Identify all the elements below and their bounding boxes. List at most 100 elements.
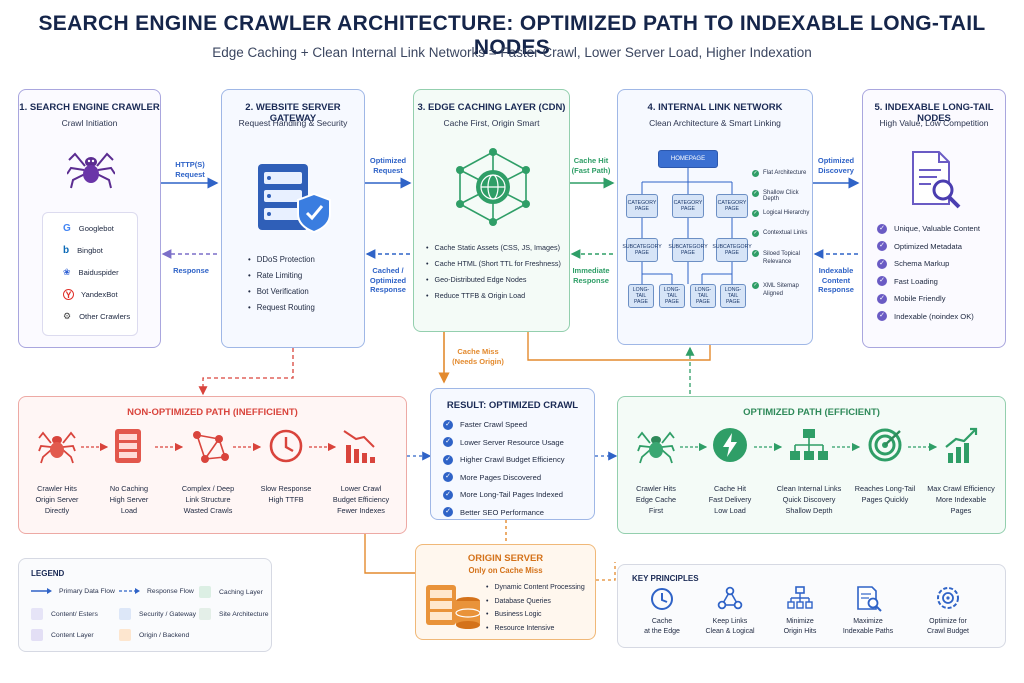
longtail-features: ✓Unique, Valuable Content ✓Optimized Met… <box>877 220 980 325</box>
chart-up-icon <box>945 427 978 463</box>
result-title: RESULT: OPTIMIZED CRAWL <box>446 400 579 411</box>
label-cache-hit: Cache Hit (Fast Path) <box>571 156 611 175</box>
label-immediate-response: Immediate Response <box>572 266 610 285</box>
panel4-title: 4. INTERNAL LINK NETWORK <box>647 102 783 113</box>
label-optimized-discovery: Optimized Discovery <box>817 156 855 175</box>
gateway-feature: DDoS Protection <box>248 252 315 268</box>
legend-origin-backend: Origin / Backend <box>119 629 189 641</box>
label-response: Response <box>173 266 209 275</box>
panel1-title: 1. SEARCH ENGINE CRAWLER <box>19 102 160 113</box>
nonopt-title: NON-OPTIMIZED PATH (INEFFICIENT) <box>127 407 298 418</box>
gear-target-icon <box>937 587 959 609</box>
node-longtail: LONG-TAIL PAGE <box>628 284 654 308</box>
result-item: ✓Faster Crawl Speed <box>443 416 565 434</box>
label-optimized-request: Optimized Request <box>369 156 407 175</box>
legend-response-flow: Response Flow <box>119 587 194 595</box>
target-icon <box>868 428 902 462</box>
link-feature: ✓Shallow Click Depth <box>752 190 799 202</box>
panel-optimized-path: OPTIMIZED PATH (EFFICIENT) <box>617 396 1006 534</box>
server-icon <box>258 164 331 234</box>
link-feature: ✓XML Sitemap Aligned <box>752 282 799 297</box>
origin-feature: Business Logic <box>486 608 585 622</box>
link-feature: ✓Flat Architecture <box>752 170 807 177</box>
origin-feature: Database Queries <box>486 595 585 609</box>
label-cache-miss: Cache Miss (Needs Origin) <box>452 347 504 366</box>
cdn-feature: Cache HTML (Short TTL for Freshness) <box>426 256 561 272</box>
cdn-feature: Geo-Distributed Edge Nodes <box>426 272 561 288</box>
opt-title: OPTIMIZED PATH (EFFICIENT) <box>743 407 880 418</box>
gateway-features: DDoS Protection Rate Limiting Bot Verifi… <box>248 252 315 316</box>
diagram-title: SEARCH ENGINE CRAWLER ARCHITECTURE: OPTI… <box>38 12 986 59</box>
panel5-subtitle: High Value, Low Competition <box>879 118 989 128</box>
network-icon <box>193 431 229 463</box>
clock-icon <box>651 588 673 610</box>
flow-gateway-to-nonopt <box>198 348 294 396</box>
origin-title: ORIGIN SERVER <box>467 553 544 564</box>
result-item: ✓Higher Crawl Budget Efficiency <box>443 451 565 469</box>
result-item: ✓More Pages Discovered <box>443 469 565 487</box>
panel-origin-server: ORIGIN SERVER Only on Cache Miss Dynamic… <box>415 544 596 640</box>
globe-network-icon <box>456 148 530 226</box>
cdn-feature: Cache Static Assets (CSS, JS, Images) <box>426 240 561 256</box>
panel3-subtitle: Cache First, Origin Smart <box>443 118 540 128</box>
legend-caching-layer: Caching Layer <box>199 586 263 598</box>
yandex-icon: Y <box>63 289 74 300</box>
bing-icon: b <box>63 245 70 256</box>
crawler-baiduspider: ❀ Baiduspider <box>63 267 119 277</box>
spider-icon <box>67 152 115 189</box>
gateway-feature: Bot Verification <box>248 284 315 300</box>
crawler-yandexbot: Y YandexBot <box>63 289 118 300</box>
legend-primary-flow: Primary Data Flow <box>31 587 115 595</box>
result-item: ✓Better SEO Performance <box>443 504 565 522</box>
node-homepage: HOMEPAGE <box>658 150 718 168</box>
sitemap-icon <box>790 429 828 460</box>
result-item: ✓More Long-Tail Pages Indexed <box>443 486 565 504</box>
server-icon <box>115 429 141 463</box>
diagram-subtitle: Edge Caching + Clean Internal Link Netwo… <box>212 45 812 60</box>
principles-title: KEY PRINCIPLES <box>632 574 699 583</box>
flow-origin-to-principles <box>596 562 616 581</box>
panel5-title: 5. INDEXABLE LONG-TAIL NODES <box>874 102 994 124</box>
panel3-title: 3. EDGE CACHING LAYER (CDN) <box>417 102 566 113</box>
shield-icon <box>297 192 331 234</box>
legend-title: LEGEND <box>31 569 65 578</box>
longtail-feature: ✓Mobile Friendly <box>877 290 980 308</box>
legend-content-layer: Content Layer <box>31 629 94 641</box>
google-icon: G <box>63 223 71 234</box>
legend-content-esters: Content/ Esters <box>31 608 98 620</box>
link-feature: ✓Logical Hierarchy <box>752 210 810 217</box>
spider-icon <box>637 431 675 464</box>
result-list: ✓Faster Crawl Speed ✓Lower Server Resour… <box>443 416 565 521</box>
node-category: CATEGORY PAGE <box>672 194 704 218</box>
flow-cdn-to-links <box>527 332 711 361</box>
label-http-request: HTTP(S) Request <box>175 160 205 179</box>
longtail-feature: ✓Indexable (noindex OK) <box>877 308 980 326</box>
panel-result-optimized-crawl: RESULT: OPTIMIZED CRAWL ✓Faster Crawl Sp… <box>430 388 595 520</box>
legend-security-gateway: Security / Gateway <box>119 608 196 620</box>
panel-internal-link-network: 4. INTERNAL LINK NETWORK Clean Architect… <box>617 89 813 345</box>
crawler-list: G Googlebot b Bingbot ❀ Baiduspider Y Ya… <box>42 212 138 336</box>
label-cached-response: Cached / Optimized Response <box>369 266 407 294</box>
origin-feature: Dynamic Content Processing <box>486 581 584 595</box>
node-subcategory: SUBCATEGORY PAGE <box>622 238 662 262</box>
crawler-other: ⚙ Other Crawlers <box>63 311 131 321</box>
longtail-feature: ✓Fast Loading <box>877 273 980 291</box>
origin-subtitle: Only on Cache Miss <box>468 566 543 575</box>
longtail-feature: ✓Schema Markup <box>877 255 980 273</box>
panel-non-optimized-path: NON-OPTIMIZED PATH (INEFFICIENT) Crawler… <box>18 396 407 534</box>
baidu-icon: ❀ <box>63 267 71 277</box>
crawler-bingbot: b Bingbot <box>63 245 103 256</box>
link-tree-lines <box>641 168 733 284</box>
node-longtail: LONG-TAIL PAGE <box>690 284 716 308</box>
longtail-feature: ✓Unique, Valuable Content <box>877 220 980 238</box>
